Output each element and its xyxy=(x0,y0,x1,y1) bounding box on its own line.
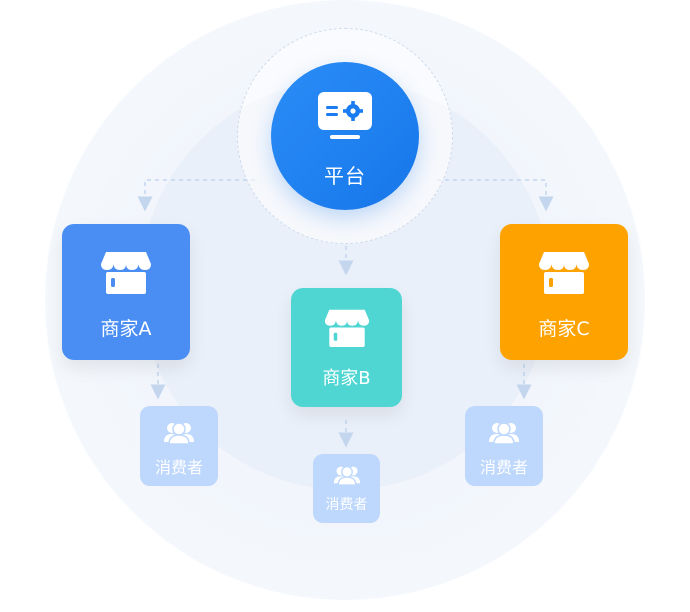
platform-node: 平台 xyxy=(271,62,419,210)
users-icon xyxy=(333,465,360,485)
merchant-node-a: 商家A xyxy=(62,224,190,360)
store-icon xyxy=(539,252,589,294)
platform-monitor-icon xyxy=(318,92,372,139)
merchant-label: 商家B xyxy=(322,368,371,389)
users-icon xyxy=(164,422,194,444)
platform-label: 平台 xyxy=(324,164,366,188)
users-icon xyxy=(489,422,519,444)
merchant-label: 商家C xyxy=(538,318,590,340)
connector-platform-to-a xyxy=(137,179,255,212)
connector-platform-to-c xyxy=(437,179,554,212)
merchant-node-c: 商家C xyxy=(500,224,628,360)
consumer-node-a: 消费者 xyxy=(140,406,218,486)
store-icon xyxy=(101,252,151,294)
consumer-node-c: 消费者 xyxy=(465,406,543,486)
consumer-node-b: 消费者 xyxy=(313,454,380,523)
store-icon xyxy=(324,309,369,347)
consumer-label: 消费者 xyxy=(325,497,368,513)
consumer-label: 消费者 xyxy=(154,458,203,477)
consumer-label: 消费者 xyxy=(479,458,528,477)
merchant-node-b: 商家B xyxy=(291,288,402,407)
merchant-label: 商家A xyxy=(100,318,152,340)
